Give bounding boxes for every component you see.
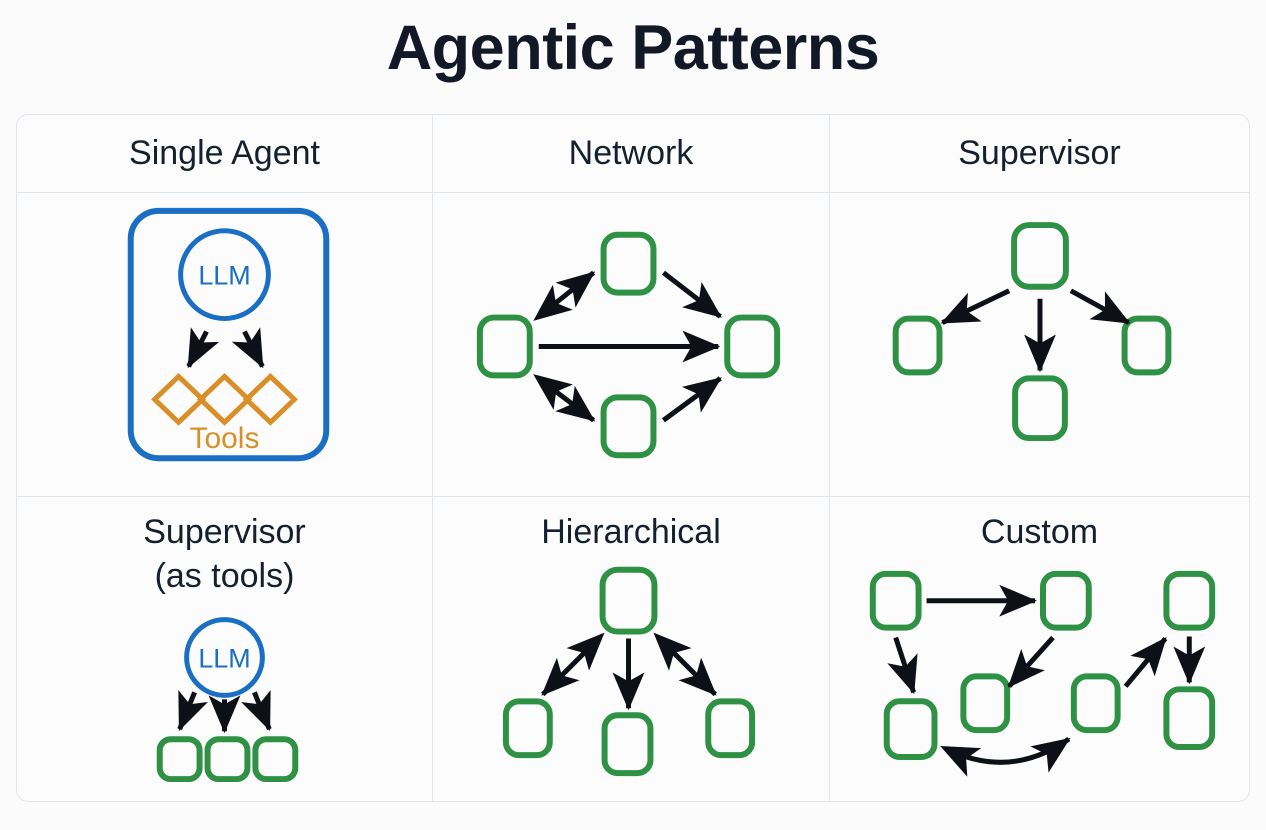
header-label: Single Agent bbox=[129, 134, 320, 172]
root-node bbox=[599, 566, 658, 635]
llm-label: LLM bbox=[198, 261, 250, 291]
tool-diamond-1-icon bbox=[151, 372, 207, 426]
agent-node-c bbox=[1163, 570, 1216, 631]
agent-node-a bbox=[869, 570, 922, 631]
edge-llm-to-agent-3 bbox=[241, 689, 272, 732]
cell-title-hierarchical: Hierarchical bbox=[541, 513, 721, 551]
agent-node-2 bbox=[204, 736, 251, 783]
agent-node-f bbox=[1070, 673, 1121, 734]
edge-supervisor-right bbox=[1069, 288, 1131, 325]
tool-diamond-2-icon bbox=[196, 372, 253, 426]
edge-root-right bbox=[653, 632, 717, 697]
agent-node-right bbox=[1121, 315, 1172, 376]
edge-llm-to-tool-right bbox=[231, 327, 265, 369]
agent-node-left bbox=[892, 315, 943, 376]
agent-node-1 bbox=[156, 736, 203, 783]
cell-supervisor-as-tools: Supervisor (as tools) LLM bbox=[17, 497, 433, 801]
table-header-network: Network bbox=[433, 115, 830, 193]
agent-node-bottom bbox=[600, 394, 657, 459]
agent-container bbox=[127, 207, 330, 462]
edge-left-bottom bbox=[533, 374, 596, 423]
edge-d-to-f bbox=[940, 737, 1071, 777]
edge-llm-to-agent-1 bbox=[177, 689, 208, 732]
edge-b-to-e bbox=[1007, 635, 1055, 688]
page-title: Agentic Patterns bbox=[386, 13, 880, 83]
tool-diamond-3-icon bbox=[242, 372, 298, 426]
hierarchical-diagram bbox=[502, 566, 756, 777]
header-label: Network bbox=[568, 134, 694, 172]
cell-title-supervisor-as-tools: Supervisor (as tools) bbox=[143, 513, 306, 595]
llm-label: LLM bbox=[198, 643, 250, 673]
supervisor-as-tools-diagram: LLM bbox=[156, 617, 299, 783]
edge-f-to-c bbox=[1123, 636, 1168, 688]
edge-left-top bbox=[533, 270, 596, 321]
edge-bottom-right bbox=[661, 376, 722, 423]
network-diagram bbox=[476, 231, 781, 459]
pattern-table: Single Agent Network Supervisor LLM Tool… bbox=[16, 114, 1250, 802]
cell-single-agent: LLM Tools bbox=[17, 193, 433, 497]
agent-node-center bbox=[1012, 375, 1068, 442]
cell-title-custom: Custom bbox=[980, 513, 1099, 551]
supervisor-node bbox=[1011, 222, 1069, 290]
custom-diagram bbox=[869, 570, 1216, 777]
llm-node bbox=[184, 617, 265, 698]
tools-label: Tools bbox=[190, 422, 260, 455]
agent-node-d bbox=[883, 698, 938, 760]
agent-node-center bbox=[601, 712, 654, 777]
agent-node-top bbox=[600, 231, 657, 296]
agent-node-left bbox=[502, 698, 553, 759]
supervisor-diagram bbox=[892, 222, 1172, 442]
table-header-supervisor: Supervisor bbox=[830, 115, 1249, 193]
edge-root-left bbox=[541, 632, 605, 697]
cell-supervisor bbox=[830, 193, 1249, 497]
table-header-single-agent: Single Agent bbox=[17, 115, 433, 193]
edge-supervisor-left bbox=[940, 288, 1011, 325]
edge-a-to-d bbox=[887, 636, 918, 695]
llm-node bbox=[178, 228, 271, 322]
agent-node-b bbox=[1039, 570, 1092, 631]
cell-custom: Custom bbox=[830, 497, 1249, 801]
edge-llm-to-tool-left bbox=[186, 327, 220, 369]
cell-hierarchical: Hierarchical bbox=[433, 497, 830, 801]
agent-node-right bbox=[724, 314, 781, 379]
single-agent-diagram: LLM Tools bbox=[127, 207, 330, 462]
edge-top-right bbox=[661, 270, 722, 319]
agent-node-e bbox=[960, 673, 1011, 734]
agent-node-right bbox=[705, 698, 756, 759]
cell-network bbox=[433, 193, 830, 497]
agent-node-left bbox=[476, 314, 533, 379]
header-label: Supervisor bbox=[958, 134, 1121, 172]
agent-node-3 bbox=[252, 736, 299, 783]
agent-node-g bbox=[1163, 686, 1216, 751]
